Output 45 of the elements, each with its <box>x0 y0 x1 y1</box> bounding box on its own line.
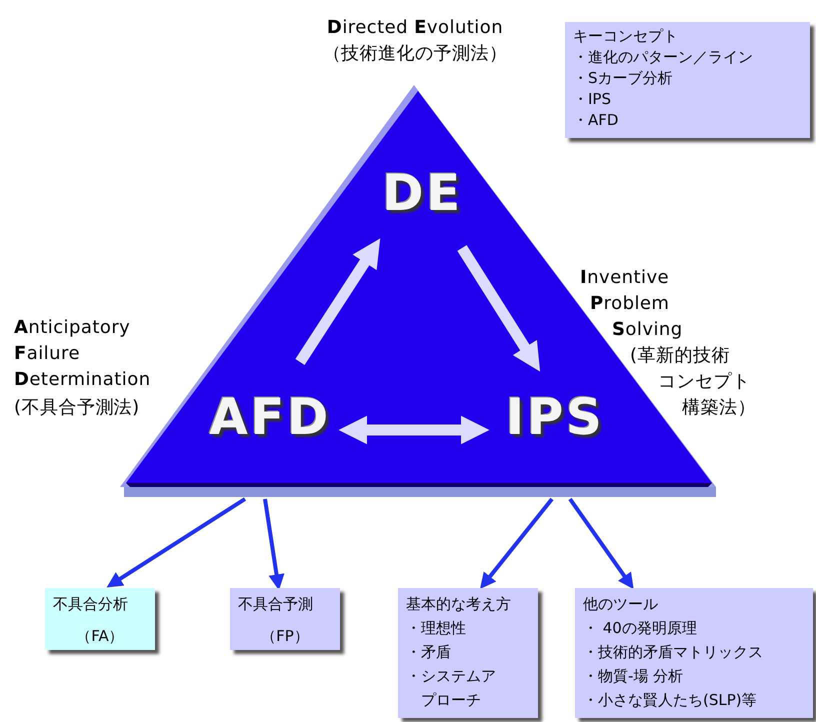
box-text: ・理想性 <box>406 618 467 639</box>
info-box <box>565 22 810 138</box>
box-text: ・IPS <box>573 89 612 110</box>
box-text: ・AFD <box>573 110 620 131</box>
box-text: （FA） <box>75 626 125 647</box>
box-text: ・進化のパターン／ライン <box>573 47 754 68</box>
box-text: ・システムアプローチ <box>406 666 497 711</box>
box-text: ・ 40の発明原理 <box>583 618 698 639</box>
annotation-label: Directed Evolution <box>326 16 504 40</box>
box-text: ・技術的矛盾マトリックス <box>583 642 764 663</box>
box-text: ・小さな賢人たち(SLP)等 <box>583 690 758 711</box>
annotation-label: Anticipatory <box>14 316 132 340</box>
annotation-label: Failure <box>14 342 81 366</box>
arrow <box>263 498 284 590</box>
info-box <box>230 588 340 650</box>
corner-label: DE <box>382 165 463 221</box>
arrow <box>106 497 246 588</box>
box-text: ・物質-場 分析 <box>583 666 684 687</box>
box-heading: 他のツール <box>583 594 659 615</box>
info-box <box>398 588 538 718</box>
corner-label: AFD <box>209 389 331 445</box>
box-heading: キーコンセプト <box>573 26 679 47</box>
annotation-label: コンセプト <box>658 370 752 394</box>
arrow <box>295 238 380 365</box>
box-text: （FP） <box>260 626 310 647</box>
box-heading: 基本的な考え方 <box>406 594 512 615</box>
annotation-label: (革新的技術 <box>630 344 731 368</box>
box-text: ・矛盾 <box>406 642 452 663</box>
box-text: ・Sカーブ分析 <box>573 68 674 89</box>
arrow <box>568 498 634 590</box>
arrow <box>480 498 554 589</box>
box-heading: 不具合分析 <box>53 594 129 615</box>
arrow <box>457 245 540 372</box>
annotation-label: Solving <box>612 318 684 342</box>
info-box <box>45 588 155 650</box>
annotation-label: Determination <box>14 368 152 392</box>
annotation-label: （技術進化の予測法） <box>322 42 508 66</box>
annotation-label: 構築法） <box>682 396 757 420</box>
info-box <box>575 588 813 718</box>
annotation-label: (不具合予測法) <box>14 396 141 420</box>
annotation-label: Problem <box>590 292 670 316</box>
annotation-label: Inventive <box>580 266 670 290</box>
box-heading: 不具合予測 <box>238 594 314 615</box>
corner-label: IPS <box>506 389 604 445</box>
arrow <box>338 416 490 444</box>
